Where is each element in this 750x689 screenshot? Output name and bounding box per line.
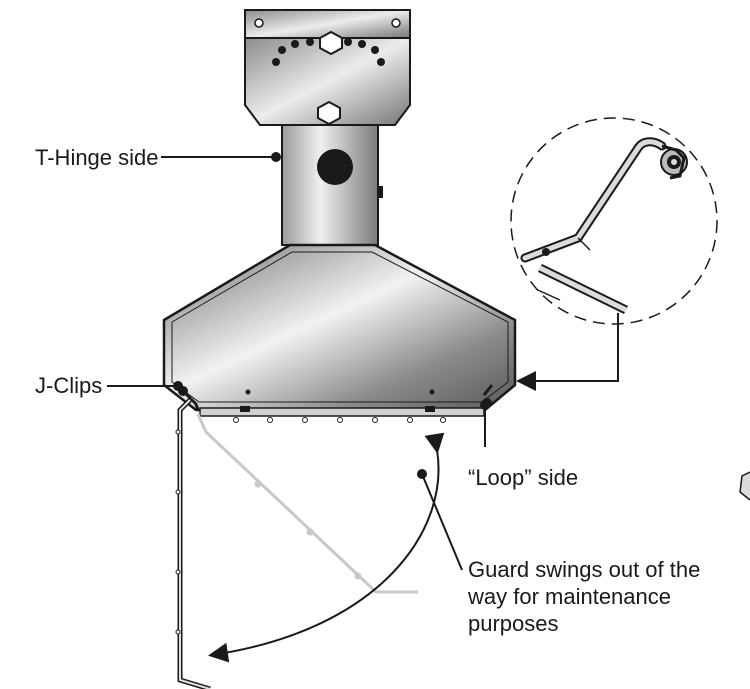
guard-housing <box>162 243 517 423</box>
partial-component <box>739 471 750 501</box>
leader-lines <box>107 152 490 571</box>
t-hinge-post <box>281 124 383 246</box>
loop-callout-line <box>516 313 619 391</box>
t-hinge-side-label: T-Hinge side <box>35 145 159 170</box>
j-clips-label: J-Clips <box>35 373 103 398</box>
mounting-bracket <box>244 9 411 126</box>
guard-swings-line-3: purposes <box>468 611 559 636</box>
guard-swings-label: Guard swings out of the way for maintena… <box>468 556 700 637</box>
guard-lowered <box>175 398 211 689</box>
loop-side-label: “Loop” side <box>468 465 579 490</box>
swing-arc <box>208 432 445 663</box>
guard-swings-line-2: way for maintenance <box>468 584 671 609</box>
loop-detail-callout <box>510 117 718 325</box>
guard-swings-line-1: Guard swings out of the <box>468 557 701 582</box>
guard-swing-position <box>196 413 418 594</box>
